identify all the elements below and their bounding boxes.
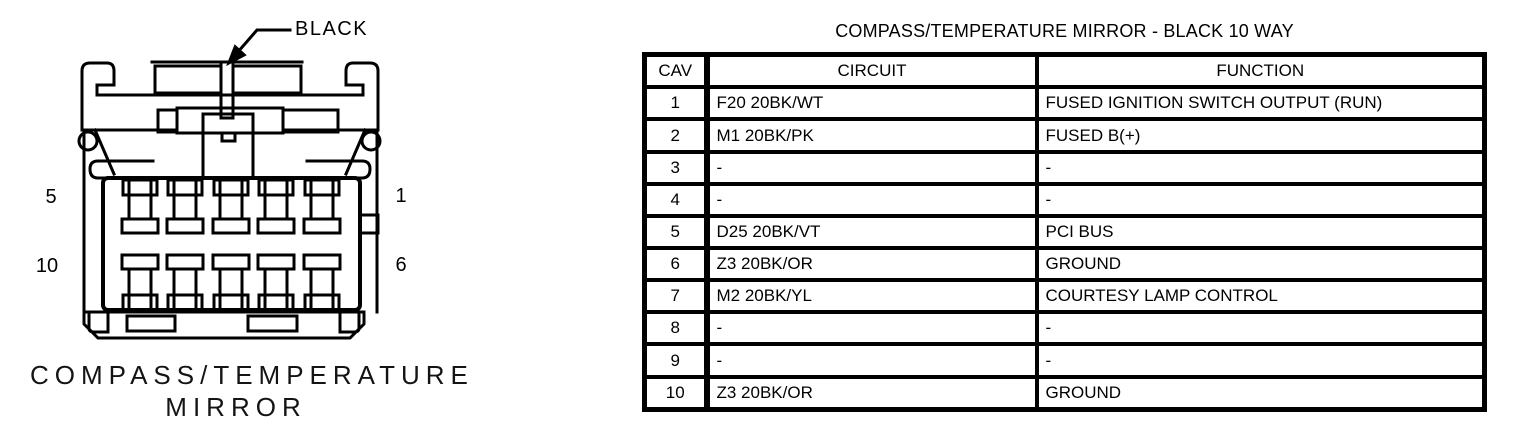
cell-circuit: Z3 20BK/OR: [704, 246, 1039, 283]
table-row: 7 M2 20BK/YL COURTESY LAMP CONTROL: [642, 278, 1487, 315]
cell-function: -: [1034, 310, 1487, 347]
cell-cav: 7: [642, 278, 710, 315]
pin-number-5: 5: [45, 186, 57, 208]
cell-cav: 10: [642, 374, 710, 412]
cell-cav: 4: [642, 181, 710, 218]
cell-function: -: [1034, 342, 1487, 379]
cell-function: FUSED IGNITION SWITCH OUTPUT (RUN): [1034, 85, 1487, 122]
table-row: 1 F20 20BK/WT FUSED IGNITION SWITCH OUTP…: [642, 85, 1487, 122]
cell-cav: 2: [642, 117, 710, 154]
cell-circuit: -: [704, 342, 1039, 379]
table-header-row: CAV CIRCUIT FUNCTION: [642, 52, 1487, 90]
pin-number-10: 10: [35, 255, 59, 277]
header-circuit: CIRCUIT: [704, 52, 1039, 90]
connector-color-label: BLACK: [295, 18, 369, 40]
cell-circuit: Z3 20BK/OR: [704, 374, 1039, 412]
table-title: COMPASS/TEMPERATURE MIRROR - BLACK 10 WA…: [835, 21, 1294, 41]
table-row: 5 D25 20BK/VT PCI BUS: [642, 213, 1487, 251]
table-row: 3 - -: [642, 149, 1487, 186]
header-cav: CAV: [642, 52, 710, 90]
cell-circuit: -: [704, 149, 1039, 186]
table-row: 8 - -: [642, 310, 1487, 347]
connector-caption-line2: MIRROR: [165, 392, 307, 422]
pinout-table: CAV CIRCUIT FUNCTION 1 F20 20BK/WT FUSED…: [642, 52, 1487, 412]
cell-function: PCI BUS: [1034, 213, 1487, 251]
cell-function: GROUND: [1034, 246, 1487, 283]
cell-circuit: M1 20BK/PK: [704, 117, 1039, 154]
cell-cav: 8: [642, 310, 710, 347]
leader-arrow-icon: [226, 28, 292, 67]
cell-circuit: F20 20BK/WT: [704, 85, 1039, 122]
cell-function: GROUND: [1034, 374, 1487, 412]
connector-drawing: [77, 28, 382, 340]
cell-cav: 3: [642, 149, 710, 186]
cell-function: COURTESY LAMP CONTROL: [1034, 278, 1487, 315]
cell-function: FUSED B(+): [1034, 117, 1487, 154]
cell-function: -: [1034, 181, 1487, 218]
cell-function: -: [1034, 149, 1487, 186]
terminal-row-bottom: [120, 253, 342, 312]
terminal-row-top: [120, 178, 342, 235]
table-row: 4 - -: [642, 181, 1487, 218]
cell-cav: 5: [642, 213, 710, 251]
connector-caption-line1: COMPASS/TEMPERATURE: [30, 360, 474, 390]
table-row: 10 Z3 20BK/OR GROUND: [642, 374, 1487, 412]
cell-cav: 9: [642, 342, 710, 379]
cell-cav: 1: [642, 85, 710, 122]
header-function: FUNCTION: [1034, 52, 1487, 90]
table-row: 6 Z3 20BK/OR GROUND: [642, 246, 1487, 283]
cell-cav: 6: [642, 246, 710, 283]
cell-circuit: -: [704, 310, 1039, 347]
cell-circuit: D25 20BK/VT: [704, 213, 1039, 251]
pin-number-1: 1: [395, 185, 407, 207]
table-row: 9 - -: [642, 342, 1487, 379]
pin-number-6: 6: [395, 254, 407, 276]
table-row: 2 M1 20BK/PK FUSED B(+): [642, 117, 1487, 154]
cell-circuit: -: [704, 181, 1039, 218]
cell-circuit: M2 20BK/YL: [704, 278, 1039, 315]
